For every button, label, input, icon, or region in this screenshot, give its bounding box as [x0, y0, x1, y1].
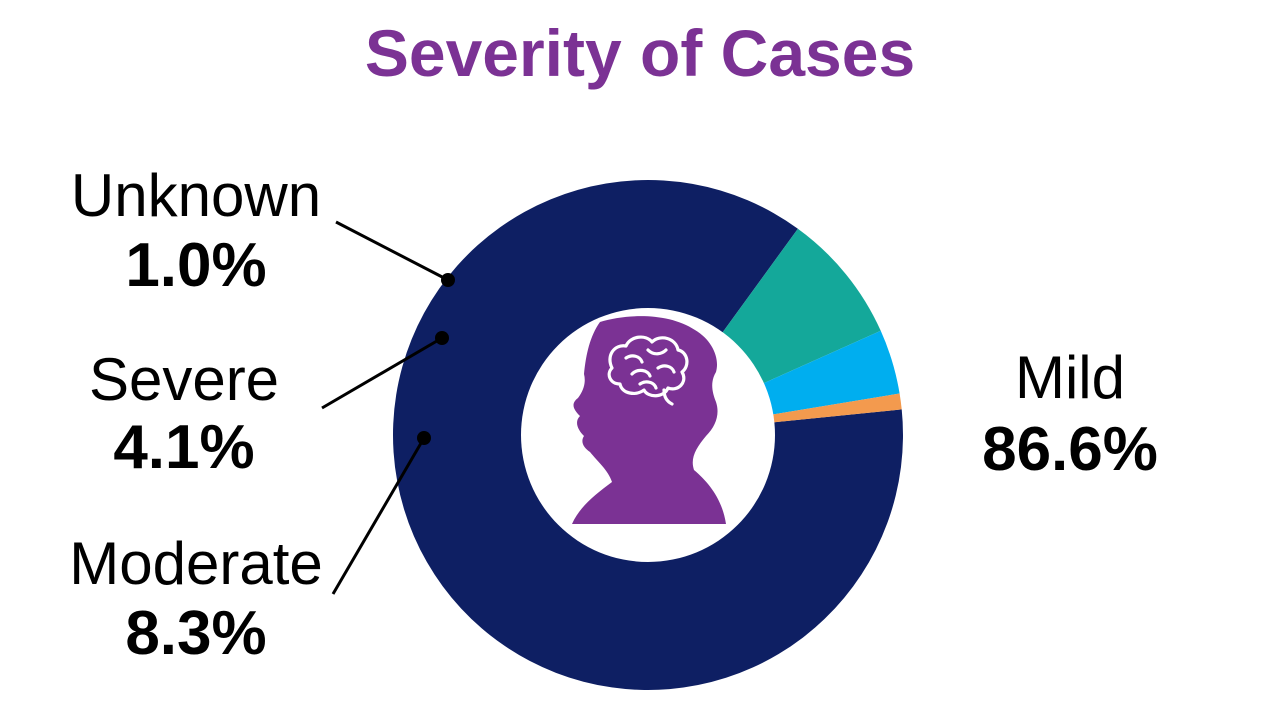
leader-dot-severe	[435, 331, 449, 345]
label-moderate: Moderate	[69, 530, 322, 597]
value-label-moderate: 8.3%	[125, 599, 266, 668]
leader-lines	[321, 220, 455, 595]
label-mild: Mild	[1015, 344, 1125, 411]
value-label-mild: 86.6%	[982, 415, 1158, 484]
value-label-severe: 4.1%	[113, 413, 254, 482]
chart-title: Severity of Cases	[365, 16, 915, 90]
label-unknown: Unknown	[71, 162, 321, 229]
leader-dot-unknown	[441, 273, 455, 287]
label-severe: Severe	[89, 346, 279, 413]
leader-line-unknown	[335, 220, 449, 282]
value-label-unknown: 1.0%	[125, 231, 266, 300]
leader-dot-moderate	[417, 431, 431, 445]
leader-line-moderate	[331, 437, 426, 595]
head-with-brain-icon	[572, 316, 726, 524]
leader-line-severe	[321, 336, 443, 410]
